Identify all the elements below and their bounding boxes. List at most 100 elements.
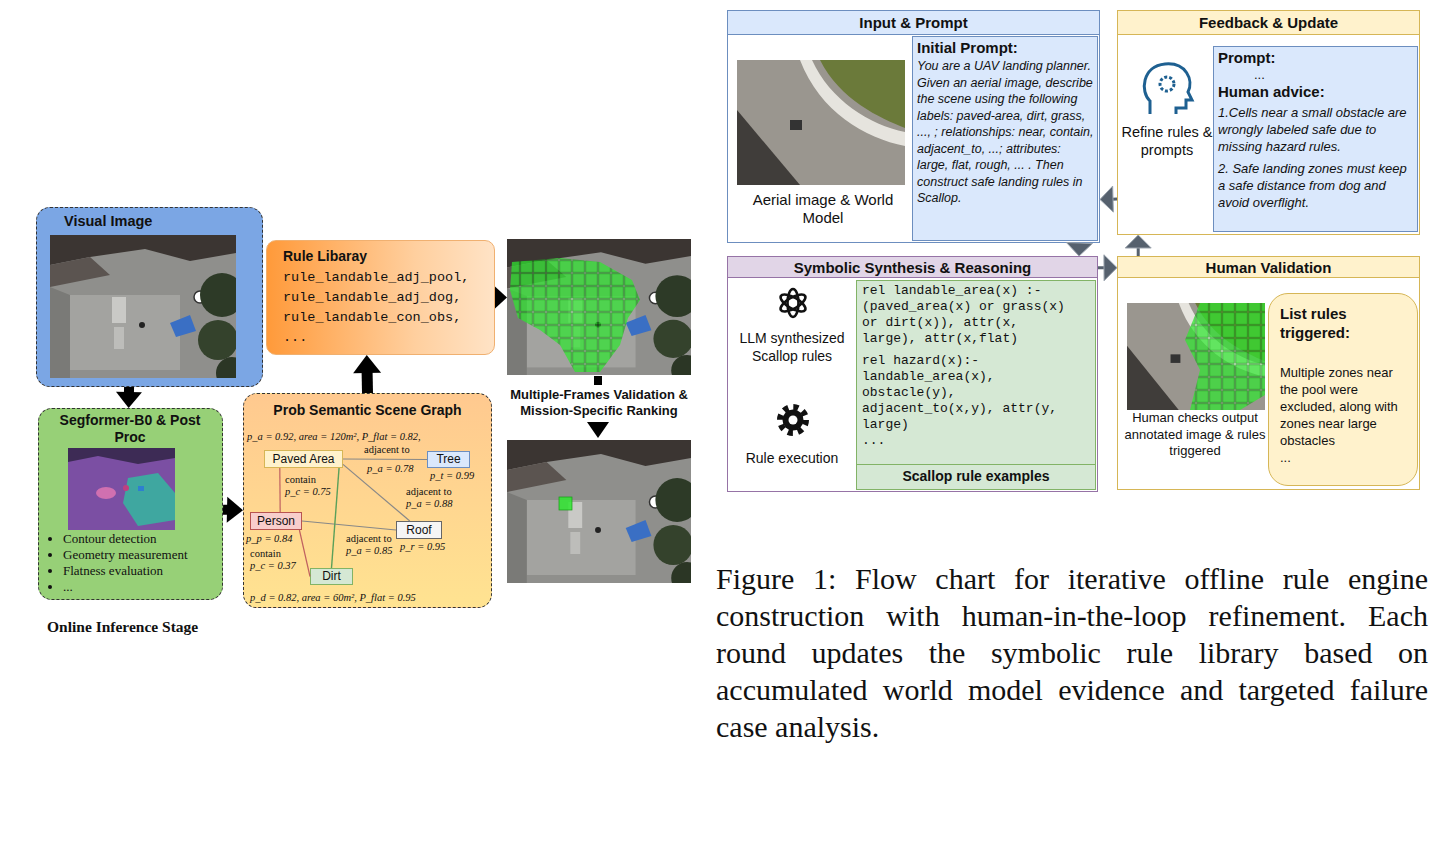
- node-text: Aerial image & World Model: [737, 191, 909, 227]
- node-title-wrap: Multiple-Frames Validation & Mission-Spe…: [488, 387, 710, 418]
- node-title: Feedback & Update: [1118, 11, 1419, 35]
- code-box: rel landable_area(x) :- (paved_area(x) o…: [856, 280, 1096, 490]
- connector-line: [302, 521, 396, 530]
- probability-label-wrap: p_c = 0.75: [285, 486, 331, 498]
- edge-label: adjacent to: [346, 533, 392, 545]
- edge-label: adjacent to: [406, 486, 452, 498]
- validation-photo: [1127, 303, 1265, 410]
- arrow-head: [116, 392, 142, 408]
- node-title-wrap: Segformer-B0 & Post Proc: [47, 412, 213, 446]
- node-text-wrap: ...: [862, 433, 1075, 449]
- node-text-wrap: ...: [1280, 449, 1410, 466]
- llm-logo: [778, 291, 808, 315]
- node-text: ...: [862, 433, 1075, 449]
- down-arrow: [594, 376, 602, 385]
- flow-arrow: [116, 387, 142, 408]
- node-title: rel landable_area(x) :- (paved_area(x) o…: [862, 283, 1075, 347]
- workflow-panel: Input & PromptAerial image & World Model…: [727, 10, 1100, 243]
- gear-icon: [780, 407, 806, 433]
- probability-label-wrap: p_a = 0.78: [367, 463, 413, 475]
- flow-arrow: [1098, 255, 1117, 281]
- graph-node: Roof: [396, 521, 442, 539]
- node-title: Human Validation: [1118, 257, 1419, 278]
- patio-photo: [737, 60, 905, 185]
- probability-label: p_r = 0.95: [400, 541, 445, 553]
- stage-label-wrap: Online Inference Stage: [47, 618, 198, 636]
- node-title-wrap: Symbolic Synthesis & Reasoning: [728, 257, 1097, 278]
- candidate-grid-image: [507, 239, 703, 385]
- node-text: Contour detection: [63, 531, 213, 546]
- node-text-wrap: Human advice:: [1218, 83, 1413, 101]
- node-text-wrap: Contour detection: [63, 531, 213, 546]
- node-title: Segformer-B0 & Post Proc: [47, 412, 213, 446]
- arrow-head: [227, 497, 243, 523]
- connector-line: [1098, 266, 1105, 269]
- candidate-grid-image: [510, 258, 640, 372]
- content-box: Initial Prompt:You are a UAV landing pla…: [912, 36, 1098, 241]
- down-arrow: [587, 376, 609, 438]
- node-text: Rule execution: [730, 449, 854, 467]
- node-text: ...: [1280, 449, 1410, 466]
- probability-label: p_c = 0.75: [285, 486, 331, 498]
- arrow-head: [1066, 243, 1092, 256]
- relation-line: [343, 464, 410, 521]
- node-text-wrap: LLM synthesized Scallop rules: [730, 329, 854, 365]
- aerial-photo: [50, 235, 248, 389]
- graph-node: Paved Area: [264, 450, 343, 468]
- node-text: ...: [283, 329, 488, 346]
- node-text-wrap: ...: [1254, 67, 1404, 83]
- edge-label-wrap: contain: [250, 548, 281, 560]
- probability-label: p_d = 0.82, area = 60m², P_flat = 0.95: [250, 592, 416, 604]
- gear-icon: [783, 410, 804, 431]
- node-title-wrap: Prob Semantic Scene Graph: [248, 402, 487, 419]
- brain-icon: [1144, 64, 1192, 114]
- connector-line: [343, 458, 427, 460]
- stage-box: Prob Semantic Scene GraphPaved AreaTreeP…: [243, 393, 492, 608]
- graph-node: Person: [250, 512, 302, 530]
- image-frame: Multiple-Frames Validation & Mission-Spe…: [507, 239, 691, 375]
- node-text-wrap: Scallop rule examples: [857, 464, 1095, 488]
- brain-icon: [1144, 64, 1192, 114]
- node-title: Dirt: [311, 569, 352, 584]
- relation-line: [302, 521, 396, 530]
- node-text-wrap: You are a UAV landing planner. Given an …: [917, 58, 1095, 207]
- edge-label-wrap: adjacent to: [406, 486, 452, 498]
- node-text: rule_landable_adj_pool,: [283, 269, 488, 286]
- candidate-grid-image: [507, 239, 703, 385]
- edge-label-wrap: adjacent to: [346, 533, 392, 545]
- node-text: ...: [1254, 67, 1404, 83]
- node-title-wrap: rel landable_area(x) :- (paved_area(x) o…: [862, 283, 1075, 347]
- node-text: 1.Cells near a small obstacle are wrongl…: [1218, 104, 1415, 155]
- validation-photo: [1185, 303, 1265, 410]
- patio-photo: [737, 60, 905, 185]
- brain-icon: [1160, 77, 1174, 91]
- probability-label-wrap: p_a = 0.88: [406, 498, 452, 510]
- rule-library-box: Rule Libaray rule_landable_adj_pool, rule_…: [266, 240, 495, 355]
- content-box: Prompt:...Human advice: 1.Cells near a sm…: [1213, 46, 1418, 232]
- node-title-wrap: Paved Area: [265, 452, 342, 467]
- flow-arrow: [1100, 186, 1117, 212]
- probability-label-wrap: p_c = 0.37: [250, 560, 296, 572]
- edge-label-wrap: contain: [285, 474, 316, 486]
- node-title: Initial Prompt:: [917, 39, 1093, 57]
- node-text-wrap: ...: [283, 329, 488, 346]
- gear-icon: [780, 407, 806, 433]
- flow-arrow: [353, 355, 381, 393]
- node-text-wrap: rule_landable_adj_pool,: [283, 269, 488, 286]
- node-text-wrap: rel hazard(x):- landable_area(x), obstac…: [862, 353, 1075, 433]
- node-title: Prompt:: [1218, 49, 1413, 67]
- probability-label: p_a = 0.92, area = 120m², P_flat = 0.82,: [247, 431, 421, 443]
- stage-box: Visual Image: [36, 207, 263, 387]
- figure-caption: Figure 1: Flow chart for iterative offli…: [716, 560, 1428, 745]
- connector-line: [343, 464, 410, 521]
- probability-label: p_c = 0.37: [250, 560, 296, 572]
- stage-label: Online Inference Stage: [47, 618, 198, 636]
- node-text-wrap: rule_landable_con_obs,: [283, 309, 488, 326]
- relation-line: [343, 459, 427, 461]
- node-title: Rule Libaray: [283, 248, 483, 265]
- workflow-panel: Symbolic Synthesis & ReasoningLLM synthe…: [727, 256, 1098, 492]
- node-text-wrap: ...: [63, 579, 213, 594]
- figure-caption-wrap: Figure 1: Flow chart for iterative offli…: [716, 560, 1428, 745]
- gear-icon: [789, 416, 798, 425]
- node-text: Human checks output annotated image & ru…: [1121, 410, 1269, 460]
